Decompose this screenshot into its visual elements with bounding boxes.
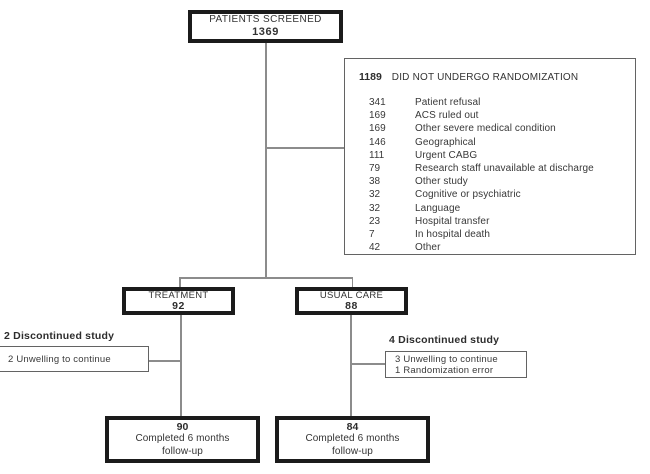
reason-row: 42 Other (369, 241, 629, 254)
not-randomized-header: 1189 DID NOT UNDERGO RANDOMIZATION (359, 71, 629, 83)
connector-usualcare-down (350, 315, 352, 416)
usual-completed-line2: follow-up (332, 445, 373, 457)
reason-label: Research staff unavailable at discharge (415, 163, 594, 175)
connector-left-sidebox (147, 360, 180, 362)
reason-row: 32 Cognitive or psychiatric (369, 188, 629, 201)
not-randomized-reasons: 341 Patient refusal 169 ACS ruled out 16… (359, 96, 629, 254)
reason-label: Other study (415, 176, 468, 188)
treatment-value: 92 (172, 299, 185, 312)
connector-split-right-drop (351, 277, 353, 287)
usual-completed-value: 84 (346, 420, 359, 433)
screened-value: 1369 (252, 26, 279, 38)
reason-label: Patient refusal (415, 97, 481, 108)
reason-row: 23 Hospital transfer (369, 215, 629, 228)
reason-count: 32 (369, 189, 381, 201)
reason-row: 111 Urgent CABG (369, 149, 629, 162)
reason-count: 341 (369, 97, 386, 108)
reason-label: Other severe medical condition (415, 123, 556, 135)
reason-label: In hospital death (415, 229, 491, 241)
reason-count: 32 (369, 202, 381, 214)
usual-care-label: USUAL CARE (319, 289, 384, 301)
usual-care-value: 88 (345, 299, 358, 312)
treatment-box: TREATMENT 92 (122, 287, 235, 315)
screened-box: PATIENTS SCREENED 1369 (188, 10, 343, 43)
treatment-completed-value: 90 (176, 420, 189, 433)
connector-screened-down (265, 43, 267, 278)
reason-count: 169 (369, 123, 386, 135)
reason-count: 38 (369, 176, 381, 188)
treatment-completed-box: 90 Completed 6 months follow-up (105, 416, 260, 463)
reason-row: 32 Language (369, 202, 629, 215)
reason-row: 341 Patient refusal (369, 96, 629, 109)
reason-count: 79 (369, 163, 381, 175)
reason-count: 146 (369, 136, 386, 148)
treatment-discontinued-title: 2 Discontinued study (4, 330, 115, 342)
reason-row: 169 Other severe medical condition (369, 122, 629, 135)
reason-row: 146 Geographical (369, 136, 629, 149)
connector-right-sidebox (351, 363, 385, 365)
reason-count: 169 (369, 110, 386, 122)
reason-row: 7 In hospital death (369, 228, 629, 241)
not-randomized-value: 1189 (359, 71, 382, 83)
not-randomized-box: 1189 DID NOT UNDERGO RANDOMIZATION 341 P… (344, 58, 636, 255)
connector-split-left-drop (179, 277, 181, 287)
treatment-completed-line1: Completed 6 months (135, 433, 230, 445)
not-randomized-label: DID NOT UNDERGO RANDOMIZATION (391, 72, 579, 83)
reason-row: 79 Research staff unavailable at dischar… (369, 162, 629, 175)
connector-split-horizontal (179, 277, 353, 279)
reason-count: 111 (369, 149, 385, 161)
reason-label: Cognitive or psychiatric (415, 189, 521, 201)
reason-count: 23 (369, 215, 381, 227)
reason-row: 169 ACS ruled out (369, 109, 629, 122)
reason-label: Urgent CABG (415, 149, 478, 161)
reason-label: Language (415, 202, 461, 214)
usual-completed-line1: Completed 6 months (305, 433, 400, 445)
treatment-discontinued-box: 2 Unwelling to continue (0, 346, 149, 372)
treatment-label: TREATMENT (148, 289, 209, 301)
usual-care-box: USUAL CARE 88 (295, 287, 408, 315)
usual-discontinued-line: 3 Unwelling to continue (395, 353, 498, 365)
usual-discontinued-title: 4 Discontinued study (389, 334, 500, 346)
connector-treatment-down (180, 315, 182, 416)
reason-label: Other (415, 242, 441, 254)
reason-label: ACS ruled out (415, 110, 479, 122)
treatment-discontinued-line: 2 Unwelling to continue (8, 353, 111, 365)
reason-count: 42 (369, 242, 381, 254)
reason-count: 7 (369, 229, 375, 241)
usual-completed-box: 84 Completed 6 months follow-up (275, 416, 430, 463)
screened-label: PATIENTS SCREENED (209, 14, 322, 25)
reason-label: Hospital transfer (415, 215, 490, 227)
treatment-completed-line2: follow-up (162, 445, 203, 457)
usual-discontinued-line: 1 Randomization error (395, 364, 494, 376)
reason-label: Geographical (415, 136, 476, 148)
connector-to-notrandomized (266, 147, 344, 149)
reason-row: 38 Other study (369, 175, 629, 188)
